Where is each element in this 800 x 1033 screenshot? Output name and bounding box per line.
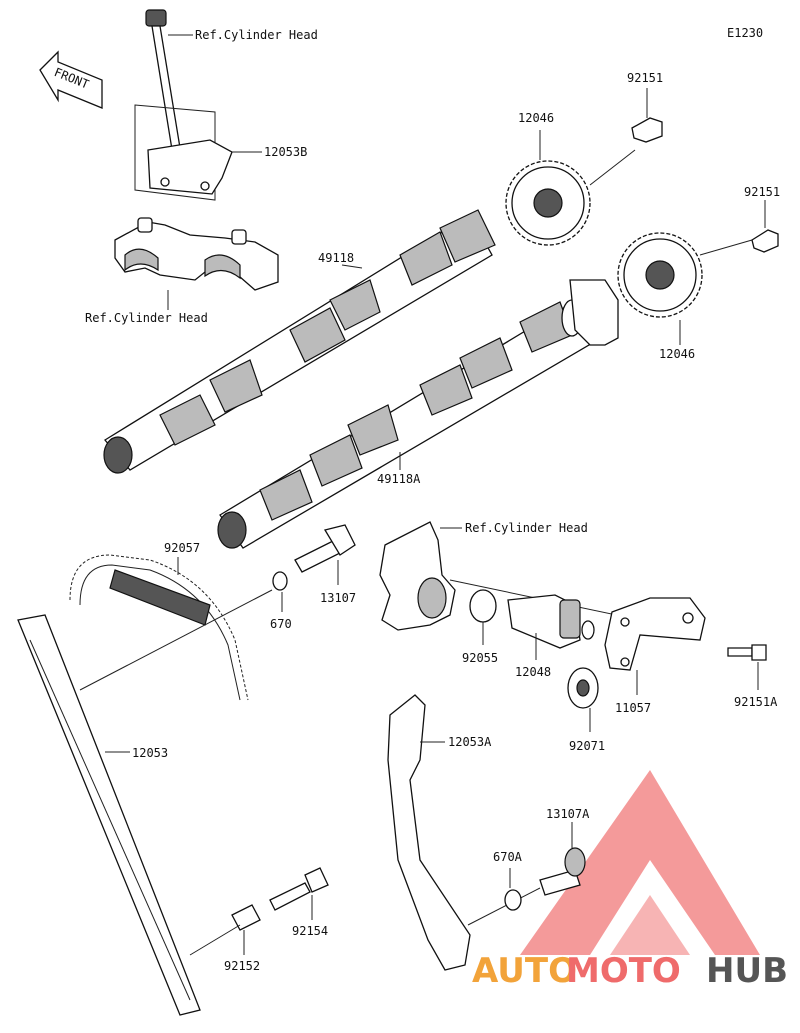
tensioner-bolt [727, 644, 767, 661]
label-92152: 92152 [224, 959, 260, 973]
o-ring-670 [272, 571, 288, 591]
label-92057: 92057 [164, 541, 200, 555]
cam-chain [69, 554, 249, 701]
label-49118: 49118 [318, 251, 354, 265]
sprocket-bolt-right [751, 229, 779, 253]
ref-label-left: Ref.Cylinder Head [85, 311, 208, 325]
collar-92152 [231, 904, 261, 931]
o-ring-670A [504, 889, 522, 911]
label-92154: 92154 [292, 924, 328, 938]
front-arrow: FRONT [39, 50, 103, 109]
label-12053B: 12053B [264, 145, 307, 159]
label-49118A: 49118A [377, 472, 421, 486]
pin-13107A [539, 847, 586, 896]
cam-sprocket-lower [569, 232, 703, 346]
watermark-part1: AUTO [472, 951, 577, 991]
label-670: 670 [270, 617, 292, 631]
label-13107: 13107 [320, 591, 356, 605]
watermark-part3: HUB [706, 951, 788, 991]
o-ring-92055 [469, 589, 497, 623]
camshaft-cap [114, 217, 279, 291]
upper-chain-guide [147, 139, 233, 195]
label-92151A: 92151A [734, 695, 778, 709]
label-12048: 12048 [515, 665, 551, 679]
label-12053A: 12053A [448, 735, 492, 749]
label-13107A: 13107A [546, 807, 590, 821]
label-92055: 92055 [462, 651, 498, 665]
watermark-part2: MOTO [566, 951, 681, 991]
chain-tensioner [507, 594, 595, 649]
cylinder-head-section [379, 521, 456, 631]
label-92151-right: 92151 [744, 185, 780, 199]
sprocket-bolt-top [631, 117, 663, 143]
guide-bolt-92154 [269, 867, 329, 911]
chain-guide-12053A [387, 694, 471, 971]
ref-label-top: Ref.Cylinder Head [195, 28, 318, 42]
label-12046-bottom: 12046 [659, 347, 695, 361]
label-12053: 12053 [132, 746, 168, 760]
label-92071: 92071 [569, 739, 605, 753]
cam-sprocket-upper [505, 160, 591, 246]
ref-label-right: Ref.Cylinder Head [465, 521, 588, 535]
label-92151-top: 92151 [627, 71, 663, 85]
cam-cap-bolt [145, 9, 183, 163]
pin-13107 [294, 524, 356, 573]
camshaft-exhaust [217, 294, 607, 549]
camshaft-intake [103, 209, 496, 474]
washer-92071 [567, 667, 599, 709]
label-12046-top: 12046 [518, 111, 554, 125]
label-11057: 11057 [615, 701, 651, 715]
tensioner-gasket [604, 597, 706, 671]
watermark-text: AUTO MOTO HUB [472, 951, 788, 991]
watermark-logo [520, 770, 760, 955]
label-670A: 670A [493, 850, 523, 864]
tensioner-guide-12053 [17, 614, 201, 1016]
diagram-code: E1230 [727, 26, 763, 40]
